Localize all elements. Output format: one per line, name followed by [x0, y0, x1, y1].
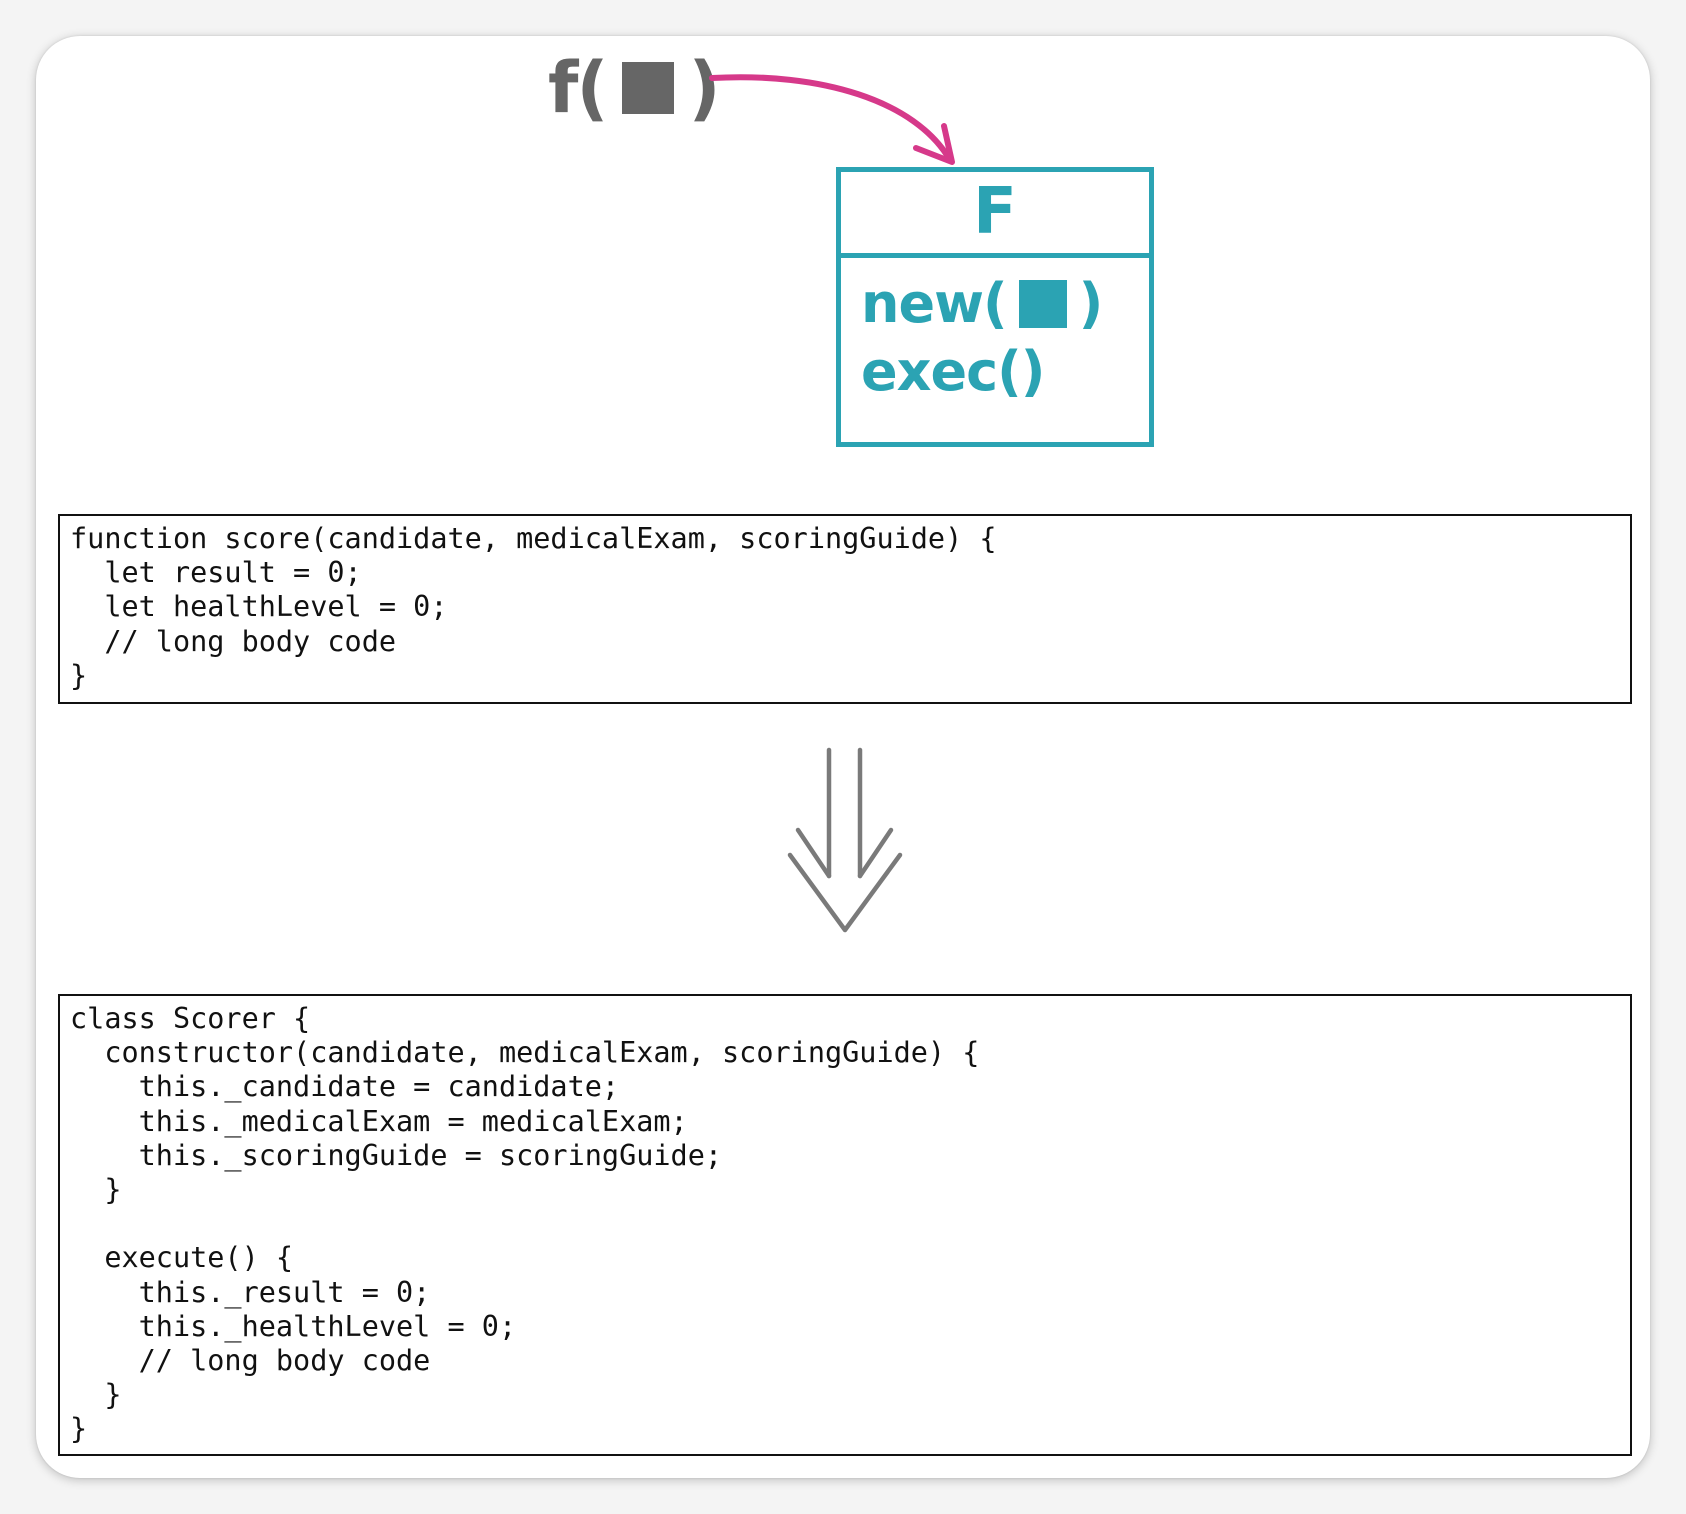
- function-open-paren: (: [576, 47, 608, 129]
- method-exec-label: exec(): [861, 340, 1045, 403]
- code-after-class: class Scorer { constructor(candidate, me…: [58, 994, 1632, 1456]
- code-before-function: function score(candidate, medicalExam, s…: [58, 514, 1632, 704]
- class-method-list: new() exec(): [841, 258, 1149, 406]
- function-name: f: [548, 47, 579, 129]
- function-close-paren: ): [688, 47, 720, 129]
- method-new: new(): [861, 270, 1149, 338]
- teal-argument-square-icon: [1018, 280, 1067, 328]
- function-call-symbol: f(): [548, 47, 720, 129]
- command-class-box: F new() exec(): [836, 167, 1154, 447]
- method-exec: exec(): [861, 338, 1149, 406]
- class-name: F: [841, 172, 1149, 258]
- method-new-label: new(: [861, 272, 1008, 335]
- gray-argument-square-icon: [622, 62, 675, 114]
- method-new-close-paren: ): [1078, 272, 1104, 335]
